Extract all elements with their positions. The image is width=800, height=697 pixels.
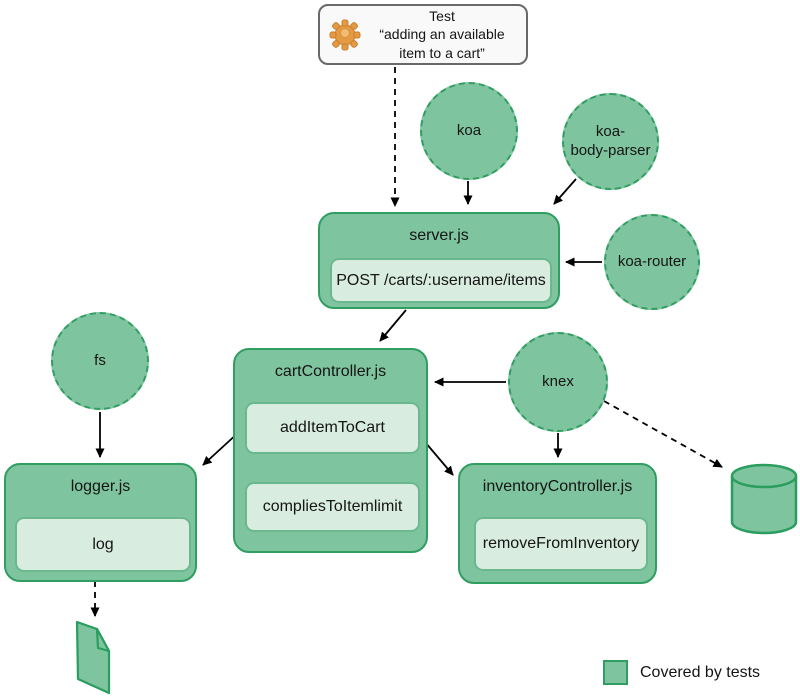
- module-inventory-controller: inventoryController.js removeFromInvento…: [458, 463, 657, 584]
- dependency-koa-router: koa-router: [604, 214, 700, 310]
- inventory-controller-title: inventoryController.js: [482, 478, 633, 495]
- legend: Covered by tests: [603, 660, 760, 685]
- test-quote-line1: “adding an available: [379, 26, 505, 43]
- dependency-fs: fs: [51, 312, 149, 410]
- database-cylinder-icon: [729, 462, 799, 537]
- logger-title: logger.js: [70, 478, 131, 495]
- module-server: server.js POST /carts/:username/items: [318, 212, 560, 309]
- module-logger: logger.js log: [4, 463, 197, 582]
- legend-covered-swatch: [603, 660, 628, 685]
- test-title: Test: [429, 7, 455, 24]
- knex-label: knex: [542, 372, 574, 390]
- log-box: log: [15, 517, 191, 572]
- arrow-koabodyparser-to-server: [553, 178, 577, 205]
- cart-controller-title: cartController.js: [274, 363, 387, 380]
- legend-label: Covered by tests: [640, 663, 761, 681]
- module-cart-controller: cartController.js addItemToCart complies…: [233, 348, 428, 553]
- fs-label: fs: [94, 351, 106, 369]
- arrow-knex-to-database-dashed: [603, 400, 723, 468]
- test-node: Test “adding an available item to a cart…: [318, 4, 528, 65]
- gear-icon: [326, 16, 364, 54]
- remove-from-inventory-box: removeFromInventory: [474, 517, 648, 571]
- koa-label: koa: [456, 121, 482, 139]
- log-file-icon: [65, 615, 120, 697]
- koa-body-parser-label: koa- body-parser: [570, 122, 651, 159]
- server-title: server.js: [409, 227, 469, 244]
- koa-router-label: koa-router: [617, 252, 687, 270]
- server-route-box: POST /carts/:username/items: [330, 258, 552, 303]
- add-item-to-cart-box: addItemToCart: [245, 402, 420, 454]
- test-quote-line2: item to a cart”: [399, 44, 485, 61]
- dependency-koa: koa: [420, 82, 518, 180]
- complies-to-itemlimit-box: compliesToItemlimit: [245, 482, 420, 532]
- arrow-server-to-cartcontroller: [379, 309, 407, 342]
- dependency-koa-body-parser: koa- body-parser: [562, 93, 659, 190]
- test-label: Test “adding an available item to a cart…: [366, 7, 518, 62]
- dependency-knex: knex: [508, 332, 608, 432]
